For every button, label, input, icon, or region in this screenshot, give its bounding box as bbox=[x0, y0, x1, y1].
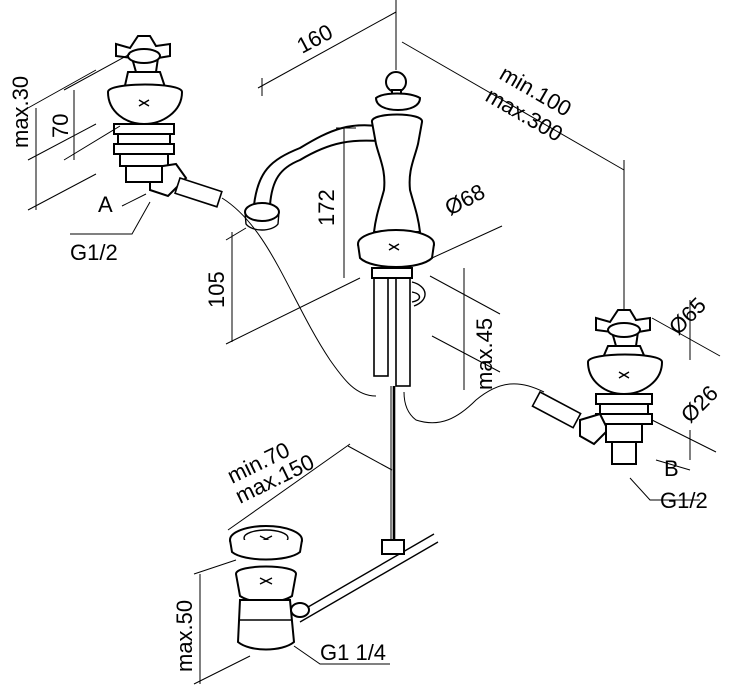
label-b: B bbox=[664, 456, 679, 481]
right-valve bbox=[403, 309, 664, 465]
spout-hose-left bbox=[373, 275, 389, 377]
label-max30: max.30 bbox=[8, 76, 33, 148]
right-hose-line bbox=[403, 383, 545, 424]
dim-100-300-line bbox=[401, 41, 625, 171]
left-valve bbox=[106, 35, 377, 397]
label-70: 70 bbox=[48, 114, 73, 138]
dim-68-line bbox=[431, 225, 503, 259]
label-a: A bbox=[98, 192, 113, 217]
dim-65-line bbox=[651, 300, 721, 360]
left-hose bbox=[174, 176, 223, 208]
label-max50: max.50 bbox=[172, 600, 197, 672]
label-172: 172 bbox=[314, 189, 339, 226]
label-105: 105 bbox=[204, 271, 229, 308]
spout-hose-right bbox=[395, 275, 411, 387]
label-o68: Ø68 bbox=[441, 179, 489, 221]
label-right-g12: G1/2 bbox=[660, 488, 708, 513]
label-o65: Ø65 bbox=[664, 292, 711, 339]
dim-waste-line bbox=[227, 443, 351, 531]
label-left-g12: G1/2 bbox=[70, 240, 118, 265]
popup-lever bbox=[295, 533, 439, 623]
label-g114: G1 1/4 bbox=[320, 640, 386, 665]
right-hose bbox=[531, 390, 582, 429]
label-160: 160 bbox=[293, 19, 337, 58]
dim-160-line bbox=[257, 11, 397, 89]
label-max45: max.45 bbox=[472, 318, 497, 390]
label-o26: Ø26 bbox=[676, 380, 723, 427]
waste-assembly bbox=[229, 525, 439, 651]
spout-aerator bbox=[244, 202, 280, 222]
spout-body bbox=[371, 113, 423, 233]
dimension-lines bbox=[27, 0, 721, 685]
dim-26-line bbox=[651, 419, 717, 460]
left-hose-line bbox=[221, 197, 377, 397]
spout-assembly bbox=[244, 71, 435, 548]
